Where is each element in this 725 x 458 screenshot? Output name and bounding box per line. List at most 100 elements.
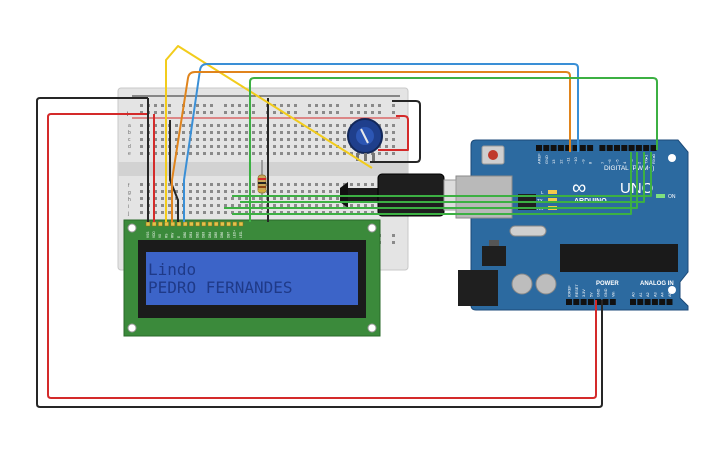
breadboard-hole[interactable] [301, 204, 304, 207]
breadboard-hole[interactable] [161, 104, 164, 107]
breadboard-hole[interactable] [161, 211, 164, 214]
breadboard-hole[interactable] [329, 138, 332, 141]
breadboard-hole[interactable] [392, 104, 395, 107]
analog-pin[interactable] [651, 299, 658, 305]
breadboard-hole[interactable] [252, 211, 255, 214]
breadboard-hole[interactable] [189, 111, 192, 114]
breadboard-hole[interactable] [392, 124, 395, 127]
breadboard-hole[interactable] [161, 131, 164, 134]
breadboard-hole[interactable] [308, 145, 311, 148]
breadboard-hole[interactable] [280, 104, 283, 107]
breadboard-hole[interactable] [245, 190, 248, 193]
breadboard-hole[interactable] [217, 131, 220, 134]
breadboard-hole[interactable] [315, 138, 318, 141]
breadboard-hole[interactable] [322, 204, 325, 207]
breadboard-hole[interactable] [329, 111, 332, 114]
breadboard-hole[interactable] [287, 104, 290, 107]
breadboard-hole[interactable] [308, 190, 311, 193]
breadboard-hole[interactable] [161, 190, 164, 193]
breadboard-hole[interactable] [336, 104, 339, 107]
breadboard-hole[interactable] [273, 197, 276, 200]
breadboard-hole[interactable] [210, 190, 213, 193]
breadboard-hole[interactable] [224, 104, 227, 107]
breadboard-hole[interactable] [175, 138, 178, 141]
breadboard-hole[interactable] [224, 197, 227, 200]
digital-pin[interactable] [550, 145, 557, 151]
breadboard-hole[interactable] [329, 197, 332, 200]
breadboard-hole[interactable] [287, 131, 290, 134]
breadboard-hole[interactable] [140, 183, 143, 186]
breadboard-hole[interactable] [210, 204, 213, 207]
digital-pin[interactable] [579, 145, 586, 151]
wire-green-pot[interactable] [232, 152, 632, 215]
breadboard-hole[interactable] [259, 204, 262, 207]
wire-red-5v[interactable] [47, 113, 597, 399]
breadboard-hole[interactable] [196, 197, 199, 200]
wire-green-d5[interactable] [224, 152, 638, 209]
breadboard-hole[interactable] [392, 152, 395, 155]
lcd-pin[interactable] [151, 221, 157, 227]
breadboard-hole[interactable] [189, 197, 192, 200]
breadboard-hole[interactable] [161, 204, 164, 207]
breadboard-hole[interactable] [252, 190, 255, 193]
digital-pin[interactable] [536, 145, 542, 151]
breadboard-hole[interactable] [294, 124, 297, 127]
breadboard-hole[interactable] [196, 124, 199, 127]
digital-pin[interactable] [557, 145, 564, 151]
breadboard-hole[interactable] [294, 183, 297, 186]
breadboard-hole[interactable] [385, 131, 388, 134]
wire-green-d3[interactable] [232, 152, 652, 197]
breadboard-hole[interactable] [238, 197, 241, 200]
breadboard-hole[interactable] [217, 204, 220, 207]
breadboard-hole[interactable] [245, 152, 248, 155]
digital-pin[interactable] [621, 145, 628, 151]
breadboard-hole[interactable] [294, 211, 297, 214]
breadboard-hole[interactable] [231, 104, 234, 107]
breadboard-hole[interactable] [336, 211, 339, 214]
breadboard-hole[interactable] [273, 124, 276, 127]
breadboard-hole[interactable] [140, 204, 143, 207]
breadboard-hole[interactable] [217, 138, 220, 141]
reset-button-cap[interactable] [488, 150, 498, 160]
breadboard-hole[interactable] [189, 211, 192, 214]
breadboard-hole[interactable] [385, 152, 388, 155]
wire-lcd-rw[interactable] [169, 120, 179, 222]
breadboard-hole[interactable] [224, 211, 227, 214]
breadboard-hole[interactable] [280, 197, 283, 200]
wire-green-d4[interactable] [240, 152, 645, 203]
breadboard-hole[interactable] [259, 138, 262, 141]
breadboard-hole[interactable] [392, 138, 395, 141]
breadboard-hole[interactable] [392, 131, 395, 134]
breadboard-hole[interactable] [203, 138, 206, 141]
digital-pin[interactable] [650, 145, 657, 151]
power-pin[interactable] [602, 299, 609, 305]
breadboard-hole[interactable] [308, 183, 311, 186]
breadboard-hole[interactable] [364, 111, 367, 114]
breadboard-hole[interactable] [350, 211, 353, 214]
breadboard-hole[interactable] [273, 152, 276, 155]
breadboard-hole[interactable] [217, 211, 220, 214]
breadboard-hole[interactable] [287, 111, 290, 114]
breadboard-hole[interactable] [175, 183, 178, 186]
breadboard-hole[interactable] [224, 152, 227, 155]
breadboard-hole[interactable] [203, 211, 206, 214]
breadboard-hole[interactable] [322, 211, 325, 214]
breadboard-hole[interactable] [140, 190, 143, 193]
breadboard-hole[interactable] [154, 138, 157, 141]
lcd-pin[interactable] [182, 221, 188, 227]
breadboard-hole[interactable] [182, 152, 185, 155]
breadboard-hole[interactable] [245, 183, 248, 186]
breadboard-hole[interactable] [217, 197, 220, 200]
breadboard-hole[interactable] [238, 211, 241, 214]
power-pin[interactable] [573, 299, 580, 305]
breadboard-hole[interactable] [154, 152, 157, 155]
breadboard-hole[interactable] [203, 152, 206, 155]
digital-pin[interactable] [565, 145, 572, 151]
breadboard-hole[interactable] [322, 131, 325, 134]
breadboard-hole[interactable] [322, 111, 325, 114]
breadboard-hole[interactable] [217, 145, 220, 148]
breadboard-hole[interactable] [315, 197, 318, 200]
breadboard-hole[interactable] [252, 152, 255, 155]
breadboard-hole[interactable] [273, 211, 276, 214]
breadboard-hole[interactable] [252, 138, 255, 141]
